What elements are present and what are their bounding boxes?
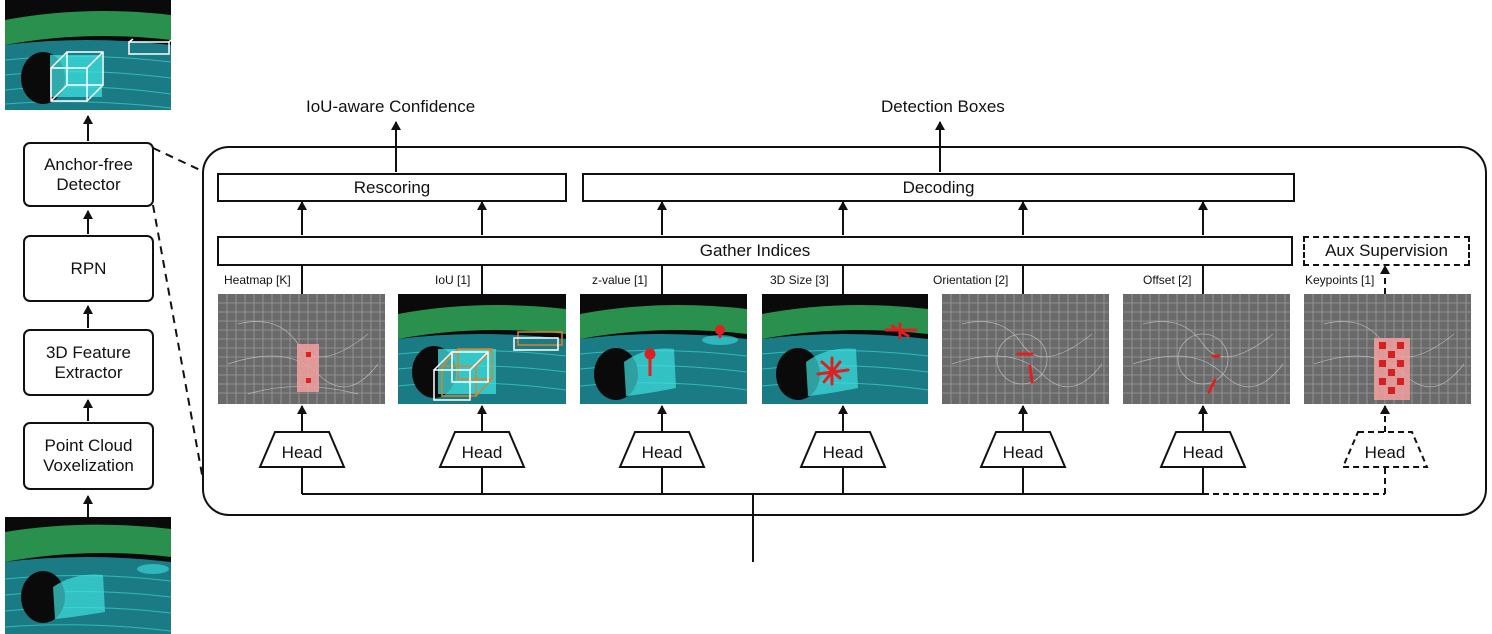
input-pointcloud-image — [5, 517, 171, 634]
point-cloud-voxelization-label: Point Cloud Voxelization — [43, 436, 134, 475]
point-cloud-voxelization-box: Point Cloud Voxelization — [23, 422, 154, 490]
orientation-output-label: Orientation [2] — [933, 273, 1009, 287]
feature-extractor-box: 3D Feature Extractor — [23, 329, 154, 396]
keypoints-output-label: Keypoints [1] — [1305, 273, 1375, 287]
gather-indices-box: Gather Indices — [217, 236, 1293, 266]
head-shape-iou — [438, 431, 526, 468]
head-label-size: Head — [822, 443, 864, 462]
rpn-label: RPN — [70, 258, 107, 278]
heatmap-output-label: Heatmap [K] — [224, 273, 291, 287]
head-shape-offset — [1159, 431, 1247, 468]
detection-boxes-label: Detection Boxes — [881, 97, 1005, 116]
head-shape-keypoints — [1341, 431, 1429, 468]
decoding-label: Decoding — [902, 177, 975, 197]
rescoring-label: Rescoring — [353, 177, 431, 197]
zvalue-output-label: z-value [1] — [592, 273, 648, 287]
head-shape-size — [799, 431, 887, 468]
head-shape-heatmap — [258, 431, 346, 468]
head-shape-zvalue — [618, 431, 706, 468]
orientation-grid-image — [942, 294, 1109, 404]
decoding-box: Decoding — [582, 173, 1295, 202]
aux-supervision-label: Aux Supervision — [1325, 241, 1448, 260]
zvalue-pointcloud-image — [580, 294, 747, 404]
size-output-label: 3D Size [3] — [770, 273, 829, 287]
rpn-box: RPN — [23, 235, 154, 302]
head-shape-orientation — [979, 431, 1067, 468]
anchor-free-detector-label: Anchor-free Detector — [44, 154, 133, 194]
head-label-zvalue: Head — [641, 443, 683, 462]
offset-grid-image — [1123, 294, 1290, 404]
offset-output-label: Offset [2] — [1143, 273, 1192, 287]
head-label-keypoints: Head — [1364, 443, 1406, 462]
iou-confidence-label: IoU-aware Confidence — [306, 97, 476, 116]
rescoring-box: Rescoring — [217, 173, 567, 202]
zoom-line-top — [152, 147, 201, 171]
output-pointcloud-image — [5, 0, 171, 110]
head-label-orientation: Head — [1002, 443, 1044, 462]
head-label-heatmap: Head — [281, 443, 323, 462]
keypoints-grid-image — [1304, 294, 1471, 404]
heatmap-grid-image — [218, 294, 385, 404]
detector-container — [202, 146, 1487, 516]
head-label-iou: Head — [461, 443, 503, 462]
anchor-free-detector-box: Anchor-free Detector — [23, 142, 154, 207]
aux-supervision-box: Aux Supervision — [1303, 236, 1470, 266]
iou-pointcloud-image — [398, 294, 566, 404]
head-label-offset: Head — [1182, 443, 1224, 462]
size-pointcloud-image — [762, 294, 928, 404]
zoom-line-bottom — [152, 204, 204, 481]
feature-extractor-label: 3D Feature Extractor — [45, 342, 132, 382]
gather-indices-label: Gather Indices — [699, 241, 811, 260]
iou-output-label: IoU [1] — [435, 273, 471, 287]
